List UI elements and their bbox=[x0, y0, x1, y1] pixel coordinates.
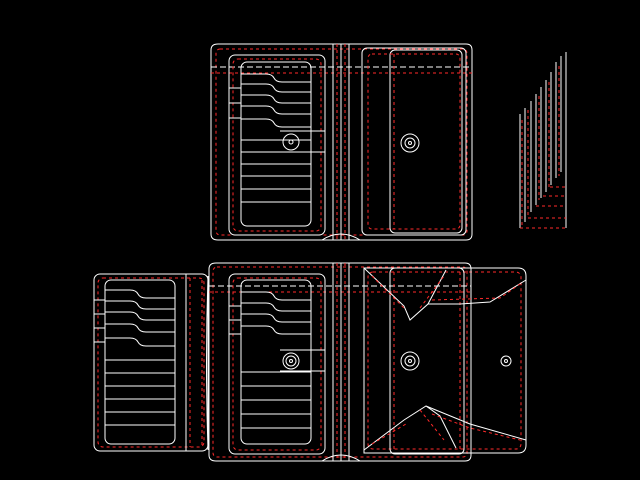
inner-left-long-slots bbox=[229, 87, 241, 119]
coin-pocket-outline bbox=[363, 267, 527, 454]
card-slot-2 bbox=[241, 83, 311, 93]
inner-snap-button-icon bbox=[282, 133, 300, 151]
inner-outer-outline bbox=[210, 43, 473, 241]
coin-pocket-inner-panel bbox=[389, 267, 465, 455]
body-snap-button-core bbox=[289, 359, 293, 363]
wallet-unfolded-pattern bbox=[93, 262, 527, 462]
flap-long-slots bbox=[94, 299, 105, 343]
coin-pocket-small-snap-core bbox=[504, 359, 508, 363]
body-outer-outline bbox=[208, 262, 472, 462]
wallet-inner-view bbox=[210, 43, 473, 241]
body-outer-stitch bbox=[212, 266, 468, 458]
body-left-long-slots bbox=[229, 305, 241, 335]
inner-snap-socket-core bbox=[408, 141, 412, 145]
coin-pocket-top-gusset bbox=[363, 267, 527, 321]
inner-snap-button-core bbox=[288, 139, 294, 145]
body-card-stack bbox=[240, 279, 312, 445]
coin-pocket-bottom-gusset-stitch bbox=[371, 409, 521, 445]
coin-pocket-small-snap-icon bbox=[500, 355, 512, 367]
inner-snap-socket-ring bbox=[404, 137, 416, 149]
coin-pocket-stitch bbox=[367, 271, 522, 450]
inner-snap-socket-icon bbox=[400, 133, 420, 153]
inner-snap-strap bbox=[280, 130, 326, 153]
inner-spine bbox=[321, 44, 361, 241]
body-snap-button-ring bbox=[285, 355, 297, 367]
flap-card-slots bbox=[105, 289, 175, 426]
flap-panel-outline bbox=[93, 273, 209, 452]
inner-card-stack bbox=[240, 61, 312, 227]
body-card-slots bbox=[241, 291, 311, 429]
body-snap-strap bbox=[280, 349, 326, 372]
card-slot-1 bbox=[241, 73, 311, 83]
coin-pocket-top-gusset-stitch bbox=[371, 275, 521, 311]
body-snap-button-icon bbox=[282, 352, 300, 370]
coin-pocket-snap-socket-icon bbox=[400, 351, 420, 371]
flap-panel-stitch bbox=[97, 277, 205, 448]
inner-right-panel bbox=[361, 47, 467, 236]
coin-pocket-bottom-gusset bbox=[363, 405, 527, 451]
card-slot-4 bbox=[241, 105, 311, 115]
coin-pocket-snap-socket-ring bbox=[404, 355, 416, 367]
inner-card-slots bbox=[241, 73, 311, 203]
body-left-panel-stitch bbox=[232, 277, 322, 451]
body-spine bbox=[321, 263, 361, 462]
wallet-side-profile bbox=[519, 52, 567, 229]
inner-left-panel-stitch bbox=[232, 58, 322, 232]
card-slot-5 bbox=[241, 118, 311, 128]
flap-card-stack bbox=[104, 279, 176, 445]
flap-connector bbox=[206, 275, 209, 451]
card-slot-3 bbox=[241, 94, 311, 104]
inner-right-inner-panel bbox=[389, 49, 463, 234]
coin-pocket-snap-socket-core bbox=[408, 359, 412, 363]
inner-right-panel-stitch bbox=[367, 53, 461, 230]
